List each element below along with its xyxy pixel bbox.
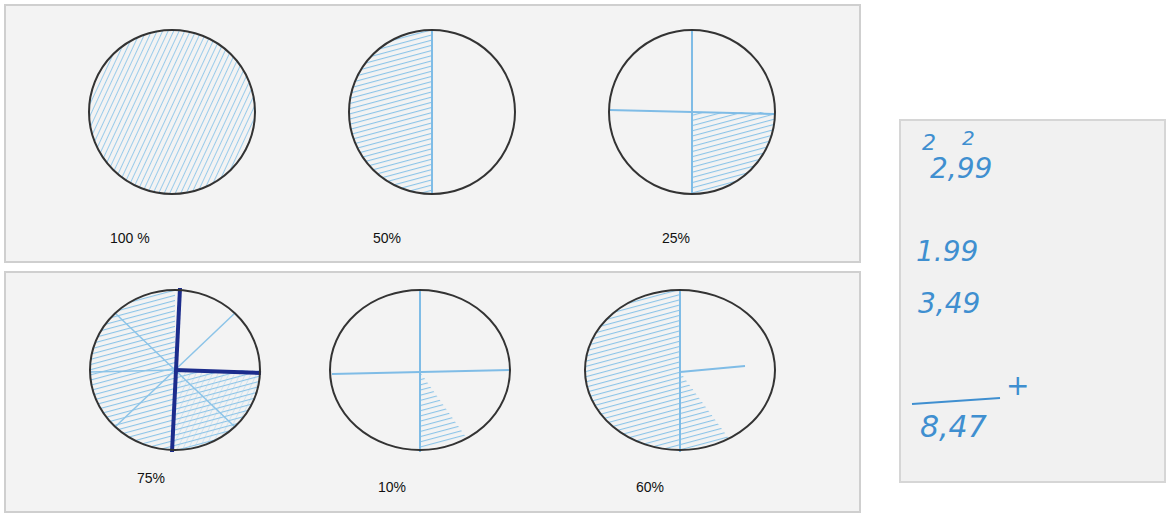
plus-sign: +: [1006, 372, 1029, 400]
percent-label: 25%: [662, 231, 690, 245]
sixty-percent-circle: [585, 290, 775, 452]
tenth-circle: [330, 290, 510, 452]
percent-label: 100 %: [110, 231, 150, 245]
sum-line: [912, 398, 1000, 404]
carry-digit: 2: [962, 128, 975, 148]
price-addend: 1.99: [916, 238, 978, 266]
three-quarter-circle: [90, 288, 261, 452]
paper-panel: [5, 272, 860, 512]
half-circle: [349, 30, 515, 194]
price-addend: 3,49: [918, 290, 980, 318]
sum-result: 8,47: [920, 412, 987, 442]
percent-label: 10%: [378, 480, 406, 494]
price-addend: 2,99: [930, 155, 992, 183]
percent-label: 75%: [137, 471, 165, 485]
percent-label: 60%: [636, 480, 664, 494]
paper-panel: [5, 5, 860, 262]
paper-panel: [900, 120, 1165, 482]
carry-digit: 2: [922, 132, 936, 154]
full-circle: [89, 30, 255, 194]
quarter-circle: [609, 30, 775, 194]
percent-label: 50%: [373, 231, 401, 245]
